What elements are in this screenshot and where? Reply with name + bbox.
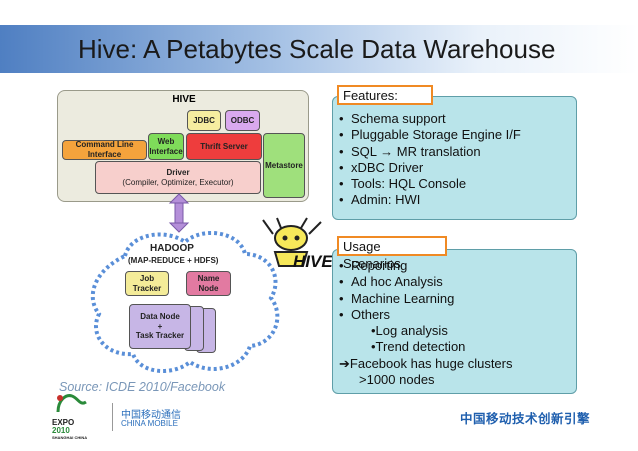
china-mobile-cn: 中国移动通信 <box>121 410 181 421</box>
driver-sub-label: (Compiler, Optimizer, Executor) <box>122 177 234 187</box>
hadoop-label: HADOOP <box>150 243 194 254</box>
footer-slogan: 中国移动技术创新引擎 <box>460 412 591 426</box>
features-panel <box>332 96 577 220</box>
expo-year: 2010 <box>52 426 70 435</box>
source-credit: Source: ICDE 2010/Facebook <box>59 380 226 394</box>
list-item: •Pluggable Storage Engine I/F <box>339 127 521 143</box>
expo-mark-icon <box>56 394 87 413</box>
thrift-server-box: Thrift Server <box>186 133 262 160</box>
hive-hadoop-arrow <box>168 193 190 233</box>
title-band <box>0 25 638 73</box>
odbc-label: ODBC <box>230 115 255 125</box>
list-sub-item: •Trend detection <box>371 339 466 355</box>
list-sub-item: •Log analysis <box>371 323 448 339</box>
usage-note-cont: >1000 nodes <box>359 372 435 388</box>
list-item: •Ad hoc Analysis <box>339 274 443 290</box>
jdbc-box: JDBC <box>187 110 221 131</box>
expo-logo: EXPO 2010 SHANGHAI CHINA <box>52 392 92 440</box>
usage-heading: Usage Scenarios <box>337 236 447 271</box>
list-item: •Machine Learning <box>339 290 455 306</box>
usage-panel <box>332 249 577 394</box>
data-node-box: Data Node + Task Tracker <box>129 304 191 349</box>
name-node-label: Name Node <box>197 273 220 293</box>
list-item: •Others <box>339 306 391 322</box>
footer-divider <box>112 403 113 431</box>
web-interface-box: Web Interface <box>148 133 184 160</box>
usage-note: ➔Facebook has huge clusters <box>339 355 513 371</box>
hive-logo-text: HIVE <box>293 252 333 271</box>
metastore-box: Metastore <box>263 133 305 198</box>
cli-box: Command Line Interface <box>62 140 147 160</box>
hive-logo <box>262 217 322 267</box>
list-item: •Reporting <box>339 258 408 273</box>
features-heading: Features: <box>337 85 433 105</box>
list-item: •Admin: HWI <box>339 192 421 208</box>
cli-label: Command Line Interface <box>75 140 134 159</box>
expo-place: SHANGHAI CHINA <box>52 435 88 440</box>
list-item: •Tools: HQL Console <box>339 176 467 192</box>
web-interface-label: Web Interface <box>149 136 183 156</box>
hive-label: HIVE <box>172 94 196 105</box>
features-list: •Schema support •Pluggable Storage Engin… <box>339 111 521 209</box>
list-item: •xDBC Driver <box>339 159 424 175</box>
thrift-server-label: Thrift Server <box>200 141 248 151</box>
driver-box: Driver (Compiler, Optimizer, Executor) <box>95 161 261 194</box>
odbc-box: ODBC <box>225 110 260 131</box>
expo-text: EXPO <box>52 418 75 427</box>
slide-title: Hive: A Petabytes Scale Data Warehouse <box>78 34 556 64</box>
jdbc-label: JDBC <box>193 115 215 125</box>
china-mobile-en: CHINA MOBILE <box>121 419 178 428</box>
list-item: •SQL → MR translation <box>339 143 481 159</box>
driver-label: Driver <box>166 167 190 177</box>
metastore-label: Metastore <box>265 160 303 170</box>
usage-list: •Reporting •Ad hoc Analysis •Machine Lea… <box>339 258 513 388</box>
job-tracker-label: Job Tracker <box>132 273 162 293</box>
list-item: •Schema support <box>339 111 446 126</box>
job-tracker-box: Job Tracker <box>125 271 169 296</box>
hadoop-sub-label: (MAP-REDUCE + HDFS) <box>128 256 219 265</box>
name-node-box: Name Node <box>186 271 231 296</box>
data-node-label: Data Node + Task Tracker <box>135 312 185 341</box>
